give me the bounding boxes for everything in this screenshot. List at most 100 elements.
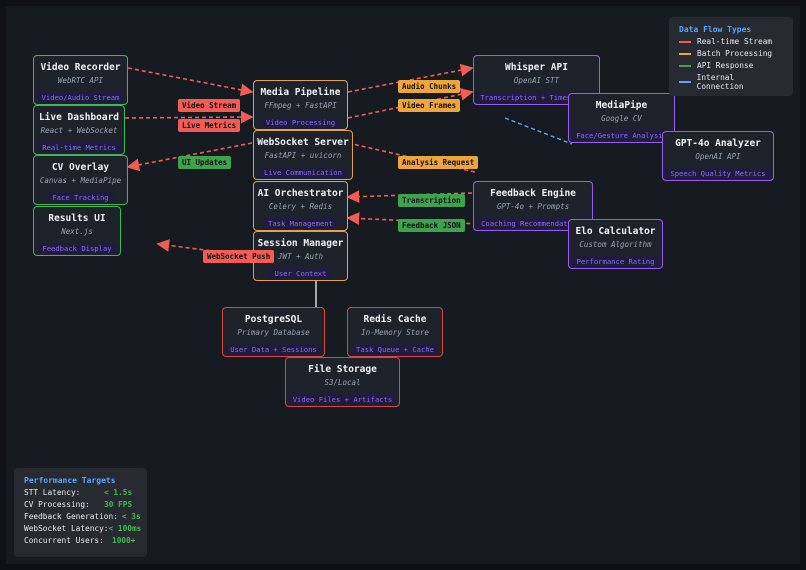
legend-swatch — [679, 40, 691, 43]
node-tag: Task Management — [263, 218, 338, 229]
node-ai-orchestrator[interactable]: AI Orchestrator Celery + Redis Task Mana… — [253, 181, 348, 231]
legend-label: API Response — [697, 61, 754, 70]
node-subtitle: OpenAI STT — [513, 76, 560, 85]
performance-label: Concurrent Users: — [24, 536, 104, 545]
legend-swatch — [679, 81, 691, 83]
node-title: File Storage — [308, 364, 377, 375]
node-tag: Video Files + Artifacts — [287, 394, 398, 405]
node-subtitle: Celery + Redis — [268, 202, 333, 211]
node-tag: Coaching Recommendations — [476, 218, 590, 229]
node-subtitle: WebRTC API — [57, 76, 104, 85]
node-title: WebSocket Server — [257, 137, 349, 148]
node-video-recorder[interactable]: Video Recorder WebRTC API Video/Audio St… — [33, 55, 128, 105]
node-tag: Video/Audio Stream — [36, 92, 125, 103]
edge-label-live-metrics: Live Metrics — [178, 119, 241, 132]
node-media-pipeline[interactable]: Media Pipeline FFmpeg + FastAPI Video Pr… — [253, 80, 348, 130]
node-tag: Live Communication — [259, 167, 347, 178]
edge-label-analysis-request: Analysis Request — [398, 156, 479, 169]
performance-row: Concurrent Users: 1000+ — [24, 536, 137, 545]
node-results-ui[interactable]: Results UI Next.js Feedback Display — [33, 206, 121, 256]
edge-websocket-to-cv — [126, 142, 253, 172]
node-tag: User Context — [269, 268, 332, 279]
node-subtitle: Google CV — [601, 114, 642, 123]
node-subtitle: Next.js — [61, 227, 93, 236]
performance-value: < 1.5s — [104, 488, 133, 497]
node-subtitle: In-Memory Store — [361, 328, 429, 337]
legend-swatch — [679, 64, 691, 67]
node-live-dashboard[interactable]: Live Dashboard React + WebSocket Real-ti… — [33, 105, 125, 155]
performance-row: STT Latency: < 1.5s — [24, 488, 137, 497]
node-title: Redis Cache — [363, 314, 427, 325]
performance-value: 30 FPS — [104, 500, 133, 509]
node-tag: Video Processing — [260, 117, 341, 128]
node-subtitle: Custom Algorithm — [579, 240, 652, 249]
node-websocket-server[interactable]: WebSocket Server FastAPI + uvicorn Live … — [253, 130, 353, 180]
node-title: Video Recorder — [40, 62, 121, 73]
edge-whisper-to-gpt-internal — [504, 117, 573, 145]
node-subtitle: Primary Database — [237, 328, 310, 337]
node-title: Feedback Engine — [490, 188, 576, 199]
node-title: AI Orchestrator — [257, 188, 344, 199]
node-cv-overlay[interactable]: CV Overlay Canvas + MediaPipe Face Track… — [33, 155, 128, 205]
performance-row: WebSocket Latency: < 100ms — [24, 524, 141, 533]
node-subtitle: GPT-4o + Prompts — [496, 202, 570, 211]
legend-label: Real-time Stream — [697, 37, 773, 46]
legend-swatch — [679, 52, 691, 55]
legend-item: Internal Connection — [679, 73, 783, 91]
node-file-storage[interactable]: File Storage S3/Local Video Files + Arti… — [285, 357, 400, 407]
performance-value: < 100ms — [108, 524, 142, 533]
node-tag: Face Tracking — [47, 192, 114, 203]
performance-row: Feedback Generation: < 3s — [24, 512, 141, 521]
node-subtitle: React + WebSocket — [40, 126, 118, 135]
node-title: Live Dashboard — [38, 112, 120, 123]
node-whisper-api[interactable]: Whisper API OpenAI STT Transcription + T… — [473, 55, 600, 105]
node-elo-calculator[interactable]: Elo Calculator Custom Algorithm Performa… — [568, 219, 663, 269]
edge-label-transcription: Transcription — [398, 194, 465, 207]
edge-label-ui-updates: UI Updates — [178, 156, 232, 169]
node-subtitle: FastAPI + uvicorn — [264, 151, 342, 160]
performance-title: Performance Targets — [24, 476, 116, 485]
node-tag: User Data + Sessions — [225, 344, 322, 355]
node-tag: Speech Quality Metrics — [665, 168, 771, 179]
legend-item: Batch Processing — [679, 49, 783, 58]
legend-title: Data Flow Types — [679, 25, 752, 34]
node-title: GPT-4o Analyzer — [675, 138, 761, 149]
node-subtitle: S3/Local — [324, 378, 361, 387]
node-tag: Transcription + Timestamps — [475, 92, 598, 103]
edge-label-feedback-json: Feedback JSON — [398, 219, 465, 232]
node-subtitle: FFmpeg + FastAPI — [264, 101, 337, 110]
edge-dashboard-to-pipeline — [124, 110, 254, 124]
node-title: Media Pipeline — [260, 87, 341, 98]
node-tag: Performance Rating — [571, 256, 660, 267]
edge-recorder-to-pipeline — [127, 67, 254, 97]
performance-label: STT Latency: — [24, 488, 81, 497]
edge-label-video-frames: Video Frames — [398, 99, 461, 112]
node-redis-cache[interactable]: Redis Cache In-Memory Store Task Queue +… — [347, 307, 443, 357]
node-title: PostgreSQL — [244, 314, 303, 325]
node-tag: Task Queue + Cache — [351, 344, 439, 355]
performance-label: WebSocket Latency: — [24, 524, 109, 533]
performance-value: < 3s — [121, 512, 141, 521]
legend-label: Batch Processing — [697, 49, 773, 58]
node-title: MediaPipe — [595, 100, 648, 111]
edge-label-video-stream: Video Stream — [178, 99, 241, 112]
node-postgresql[interactable]: PostgreSQL Primary Database User Data + … — [222, 307, 325, 357]
node-tag: Real-time Metrics — [37, 142, 121, 153]
legend-panel: Data Flow Types Real-time Stream Batch P… — [669, 17, 793, 96]
edge-label-websocket-push: WebSocket Push — [203, 250, 275, 263]
node-tag: Face/Gesture Analysis — [571, 130, 672, 141]
node-subtitle: OpenAI API — [695, 152, 741, 161]
node-subtitle: Canvas + MediaPipe — [39, 176, 122, 185]
node-subtitle: JWT + Auth — [277, 252, 324, 261]
performance-label: Feedback Generation: — [24, 512, 118, 521]
legend-item: Real-time Stream — [679, 37, 783, 46]
performance-panel: Performance Targets STT Latency: < 1.5s … — [14, 468, 147, 557]
node-title: Session Manager — [257, 238, 344, 249]
performance-label: CV Processing: — [24, 500, 90, 509]
node-title: CV Overlay — [51, 162, 110, 173]
node-mediapipe[interactable]: MediaPipe Google CV Face/Gesture Analysi… — [568, 93, 675, 143]
node-title: Whisper API — [505, 62, 568, 73]
legend-label: Internal Connection — [696, 73, 744, 91]
node-title: Elo Calculator — [575, 226, 656, 237]
node-gpt4o-analyzer[interactable]: GPT-4o Analyzer OpenAI API Speech Qualit… — [662, 131, 774, 181]
